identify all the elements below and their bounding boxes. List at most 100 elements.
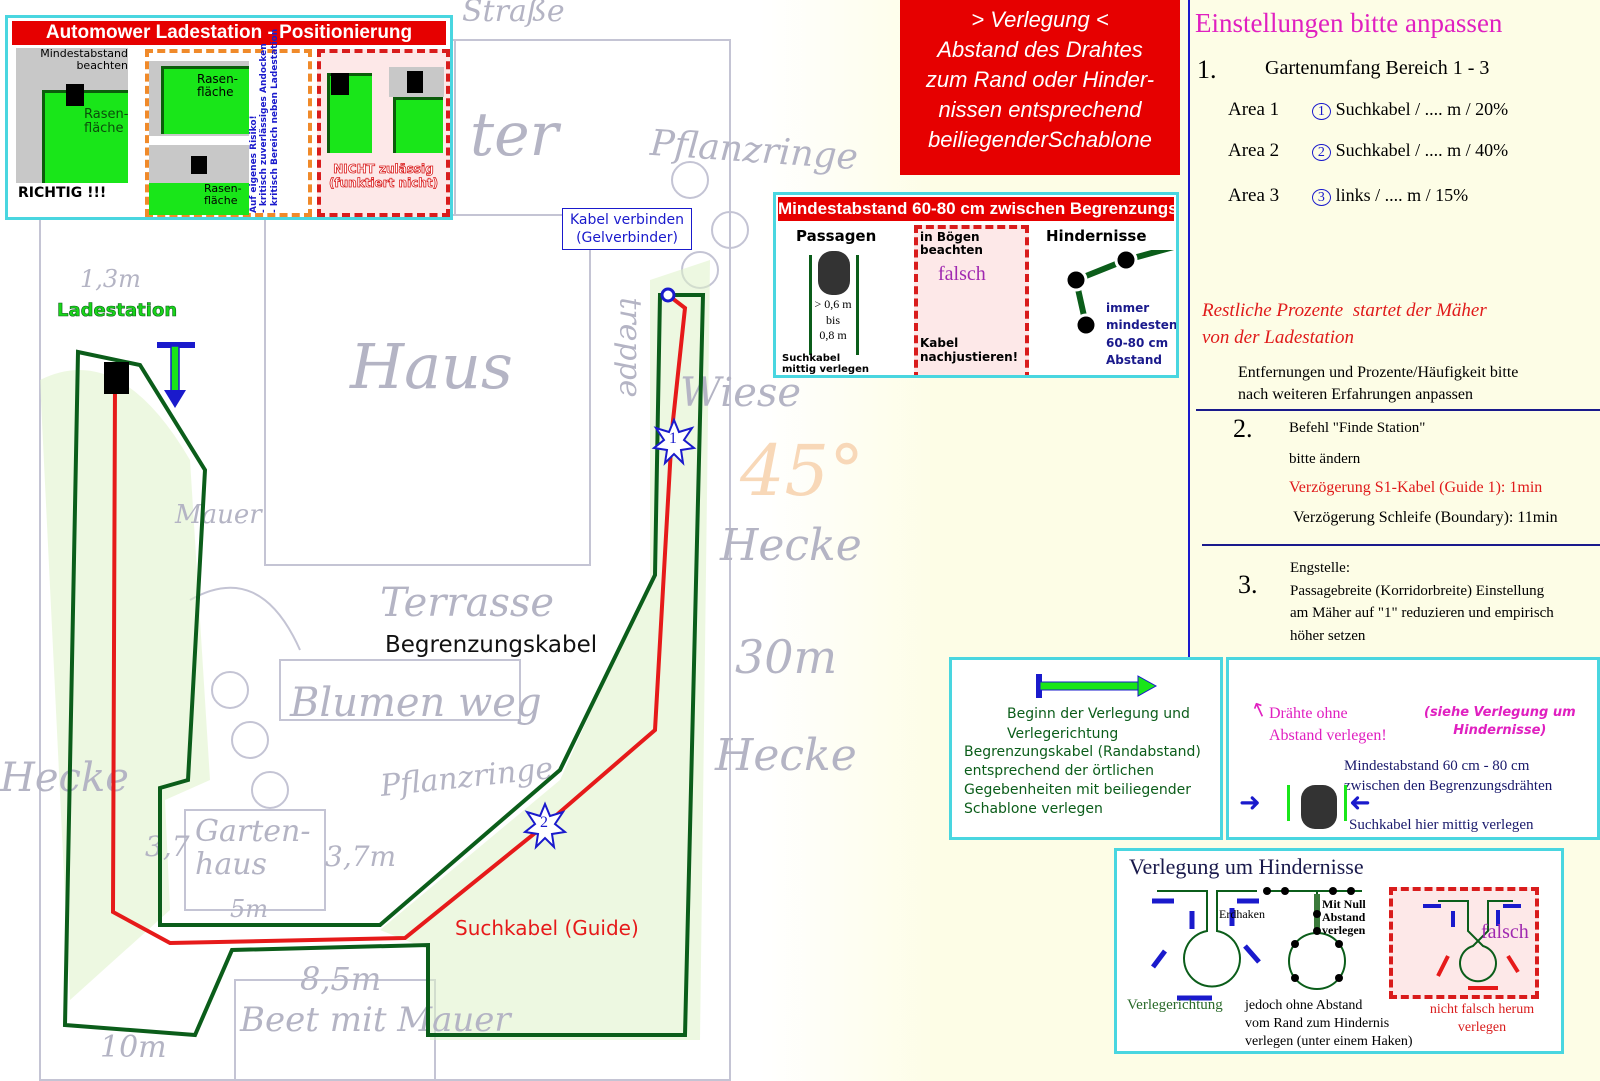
divider-1 [1196,409,1600,411]
mindestabstand-label: Mindestabstand beachten [40,47,128,73]
area-list: Area 1 1 Suchkabel / .... m / 20% Area 2… [1228,88,1508,219]
rasen-label-1: Rasen- fläche [84,107,129,137]
hindernis-panel: Verlegung um Hindernisse Erdhaken Mit Nu… [1114,848,1564,1054]
divider-2 [1202,544,1600,546]
sketch-label-10m: 10m [100,1030,167,1065]
positionierung-panel: Automower Ladestation - Positionierung M… [5,15,453,220]
area-3-label: Area 3 [1228,185,1280,206]
positionierung-title: Automower Ladestation - Positionierung [12,21,446,45]
area-3-text: links / .... m / 15% [1335,185,1469,205]
mower-icon [818,251,850,295]
sketch-label-gartenhaus: Garten- haus [195,814,311,882]
boegen-label: in Bögen beachten [920,230,983,258]
area-2-row: Area 2 2 Suchkabel / .... m / 40% [1228,129,1508,174]
arrow-right-icon: ➜ [1239,788,1261,818]
sketch-label-13m: 1,3m [80,265,141,293]
star-3-icon: 3 [1311,189,1331,206]
step-2-number: 2. [1233,414,1253,443]
sketch-label-blumenweg: Blumen weg [290,680,542,726]
sketch-label-haus: Haus [350,330,513,403]
sketch-label-30m: 30m [735,630,838,684]
step-1-number: 1. [1197,55,1217,84]
suchkabel-mittig-label: Suchkabel mittig verlegen [782,353,869,375]
mindestabstand-panel: Mindestabstand 60-80 cm zwischen Begrenz… [773,192,1179,378]
sketch-label-37a: 3,7 [145,830,190,863]
charging-station-icon [104,362,129,394]
falsch-label-2: falsch [1481,921,1529,943]
erdhaken-label: Erdhaken [1219,907,1265,921]
sketch-label-mauer: Mauer [175,500,262,530]
area-1-row: Area 1 1 Suchkabel / .... m / 20% [1228,88,1508,133]
risiko-frame: Rasen- fläche Rasen- fläche Auf eigenes … [145,28,312,217]
falsch-label: falsch [938,263,986,285]
sketch-label-hecke-1: Hecke [720,520,862,571]
marker-1-label: 1 [669,430,677,447]
null-abstand-label: Mit Null Abstand verlegen [1322,897,1366,938]
rasen-label-2: Rasen- fläche [197,72,238,100]
mindestabstand-title: Mindestabstand 60-80 cm zwischen Begrenz… [778,197,1174,221]
rasen-label-3: Rasen- fläche [204,182,242,208]
mindestabstand-text: Mindestabstand 60 cm - 80 cm zwischen de… [1344,758,1553,795]
sketch-label-5m: 5m [230,895,269,923]
suchkabel-label: Suchkabel (Guide) [455,916,639,940]
marker-star-2 [522,801,568,850]
risiko-label: Auf eigenes Risiko! - kritisch zuverläss… [249,28,280,213]
draehte-panel: ↑ Drähte ohne Abstand verlegen! (siehe V… [1226,657,1600,840]
verlegung-notice: > Verlegung < Abstand des Drahtes zum Ra… [900,0,1180,175]
hindernisse-label: Hindernisse [1046,227,1147,245]
settings-divider [1188,0,1190,660]
nicht-zulaessig-label: NICHT zulässig (funktiert nicht) [328,162,439,190]
background-fade [760,0,940,1081]
beginn-title: Beginn der Verlegung und Verlegerichtung [1007,706,1190,742]
richtig-label: RICHTIG !!! [18,185,107,201]
restliche-text: Restliche Prozente startet der Mäher von… [1202,300,1487,348]
sketch-label-terrasse: Terrasse [380,580,555,626]
ladestation-label: Ladestation [57,300,178,322]
boundary-cable [62,293,706,1038]
arrow-left-icon: ➜ [1349,788,1371,818]
sketch-gartenhaus [184,809,326,911]
station-correct [66,84,84,106]
befehl-text: Befehl "Finde Station" [1289,420,1426,436]
aendern-text: bitte ändern [1289,451,1361,467]
engstelle-text: Engstelle: Passagebreite (Korridorbreite… [1290,560,1554,644]
begrenzungskabel-label: Begrenzungskabel [385,632,598,658]
nicht-falsch-text: nicht falsch herum verlegen [1429,1002,1535,1035]
siehe-text: (siehe Verlegung um Hindernisse) [1424,705,1576,738]
verlegerichtung-label: Verlegerichtung [1127,997,1223,1013]
passagen-label: Passagen [796,227,877,245]
marker-star-1 [651,417,697,466]
hindernis-title: Verlegung um Hindernisse [1129,854,1364,879]
sketch-label-37b: 3,7m [325,840,397,873]
obstacle-routing-diagram [1151,887,1362,1001]
ohne-abstand-text: Drähte ohne Abstand verlegen! [1269,705,1387,744]
sketch-label-ter: ter [470,100,559,170]
step-3-number: 3. [1238,570,1258,599]
connector-icon [660,287,676,303]
nachjustieren-label: Kabel nachjustieren! [920,336,1019,364]
sketch-label-hecke-3: Hecke [0,755,129,801]
area-2-text: Suchkabel / .... m / 40% [1335,140,1509,160]
sketch-label-hecke-2: Hecke [715,730,857,781]
falsch-frame: falsch [1389,887,1539,999]
settings-title: Einstellungen bitte anpassen [1195,8,1503,38]
suchkabel-mittig-text: Suchkabel hier mittig verlegen [1349,817,1534,833]
area-1-label: Area 1 [1228,99,1280,120]
beginn-panel: Beginn der Verlegung und Verlegerichtung… [949,657,1223,840]
lawn-correct [42,90,128,183]
marker-2-label: 2 [540,814,548,831]
cable-map [62,287,706,1038]
start-direction-arrow-icon [1036,674,1158,698]
sketch-label-45deg: 45° [740,430,865,512]
passagen-range: > 0,6 m bis 0,8 m [814,297,852,343]
beginn-text: Begrenzungskabel (Randabstand) entsprech… [964,744,1201,817]
immer-label: immer mindestens 60-80 cm Abstand [1106,301,1179,368]
kabel-verbinden-callout: Kabel verbinden (Gelverbinder) [562,208,692,251]
verzoegerung-boundary-text: Verzögerung Schleife (Boundary): 11min [1293,509,1558,526]
start-direction-icon [157,342,195,408]
garden-sketch [39,39,749,1081]
sketch-label-street: Straße [462,0,565,29]
star-1-icon: 1 [1311,103,1331,120]
star-2-icon: 2 [1311,144,1331,161]
area-1-text: Suchkabel / .... m / 20% [1335,99,1509,119]
